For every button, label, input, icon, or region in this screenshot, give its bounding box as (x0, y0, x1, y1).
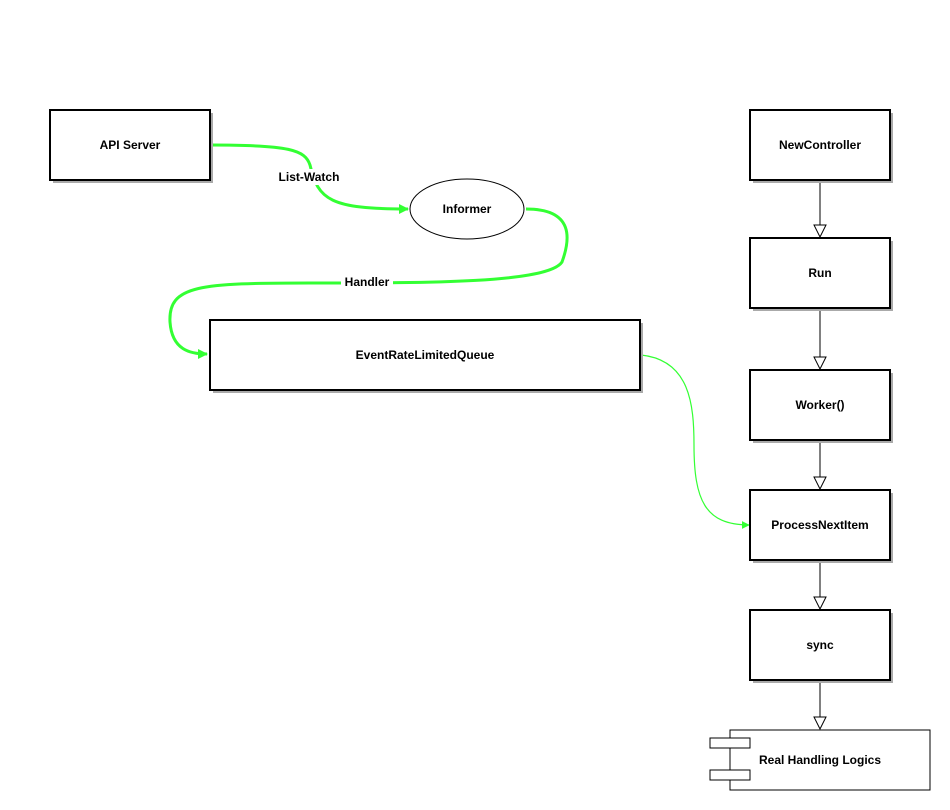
node-new-controller[interactable]: NewController (749, 109, 893, 183)
node-worker-label: Worker() (795, 398, 844, 412)
node-run-label: Run (808, 266, 831, 280)
node-real-handling-logics-label: Real Handling Logics (759, 753, 881, 767)
edge-label-list-watch: List-Watch (279, 170, 340, 184)
node-process-next-item-label: ProcessNextItem (771, 518, 868, 532)
edge-queue-to-process (640, 354, 750, 529)
node-informer[interactable]: Informer (409, 178, 525, 240)
node-run[interactable]: Run (749, 237, 893, 311)
node-new-controller-label: NewController (779, 138, 861, 152)
node-informer-label: Informer (443, 202, 492, 216)
edge-list-watch (210, 143, 409, 214)
node-api-server[interactable]: API Server (49, 109, 213, 183)
node-api-server-label: API Server (100, 138, 161, 152)
component-tab-top (709, 737, 751, 749)
edge-label-handler: Handler (345, 275, 390, 289)
node-sync-label: sync (806, 638, 834, 652)
component-tab-bottom (709, 769, 751, 781)
node-event-queue[interactable]: EventRateLimitedQueue (209, 319, 643, 393)
node-worker[interactable]: Worker() (749, 369, 893, 443)
node-process-next-item[interactable]: ProcessNextItem (749, 489, 893, 563)
node-event-queue-label: EventRateLimitedQueue (356, 348, 495, 362)
node-sync[interactable]: sync (749, 609, 893, 683)
node-real-handling-logics[interactable]: Real Handling Logics (709, 729, 931, 791)
